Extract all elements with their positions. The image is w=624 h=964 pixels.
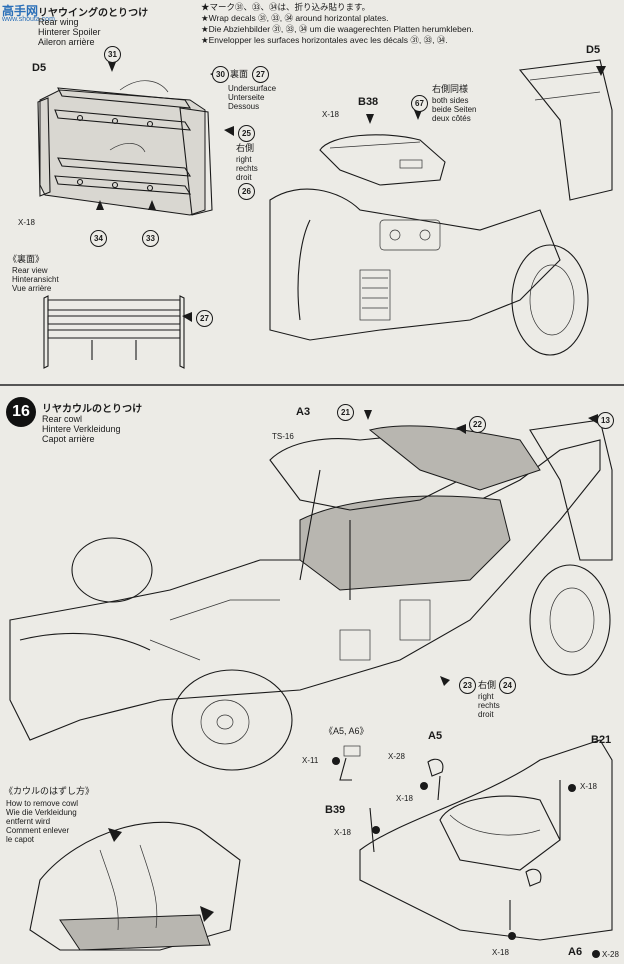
remove-cowl-fr: Comment enlever: [6, 826, 70, 835]
both-sides-jp: 右側同様: [432, 84, 469, 94]
decal-23: 23: [459, 677, 476, 694]
decal-26: 26: [238, 183, 255, 200]
rear-view-fr: Vue arrière: [12, 284, 52, 293]
header-notes: ★マーク㉛、㉝、㉞は、折り込み貼ります。 ★Wrap decals ㉛, ㉝, …: [201, 2, 621, 46]
step16-title-jp: リヤカウルのとりつけ: [42, 404, 143, 415]
part-b21: B21: [591, 734, 612, 746]
right-de-16: rechts: [478, 701, 500, 710]
decal-33: 33: [142, 230, 159, 247]
decal-30: 30: [212, 66, 229, 83]
watermark-logo: 高手网: [2, 4, 39, 18]
part-d5-left: D5: [32, 62, 47, 74]
rear-view-en: Rear view: [12, 266, 48, 275]
section-divider: [0, 384, 624, 386]
screw-x28-bottom: X-28: [602, 950, 619, 959]
both-sides-en: both sides: [432, 96, 469, 105]
remove-cowl-en: How to remove cowl: [6, 799, 79, 808]
decal-67: 67: [411, 95, 428, 112]
decal-21: 21: [337, 404, 354, 421]
rear-view-jp: 《裏面》: [8, 254, 45, 264]
part-b39: B39: [325, 804, 346, 816]
right-en: right: [236, 155, 252, 164]
rear-view-wing-drawing: [43, 295, 192, 369]
step15-title-fr: Aileron arrière: [38, 37, 95, 47]
screw-x18-b: X-18: [580, 782, 597, 791]
screw-x18-d: X-18: [492, 948, 509, 957]
part-d5-right: D5: [586, 44, 601, 56]
decal-27-rear: 27: [196, 310, 213, 327]
underside-de: Unterseite: [228, 93, 265, 102]
rear-view-de: Hinteransicht: [12, 275, 59, 284]
remove-cowl-fr2: le capot: [6, 835, 35, 844]
note-de: ★Die Abziehbilder ㉛, ㉝, ㉞ um die waagere…: [201, 24, 474, 34]
part-a5: A5: [428, 730, 443, 742]
part-a3: A3: [296, 406, 311, 418]
part-ts16: TS-16: [272, 432, 294, 441]
remove-cowl-de: Wie die Verkleidung: [6, 808, 77, 817]
screw-x18-a: X-18: [396, 794, 413, 803]
screw-x18-car: X-18: [322, 110, 339, 119]
car-top-drawing: [269, 59, 613, 356]
decal-13: 13: [597, 412, 614, 429]
decal-34: 34: [90, 230, 107, 247]
note-fr: ★Envelopper les surfaces horizontales av…: [201, 35, 448, 45]
step16-title-de: Hintere Verkleidung: [42, 424, 121, 434]
step-number-16: 16: [6, 397, 36, 427]
right-fr-16: droit: [478, 710, 494, 719]
part-a6: A6: [568, 946, 583, 958]
decal-22: 22: [469, 416, 486, 433]
detail-drawing: [332, 739, 613, 958]
right-jp: 右側: [236, 143, 255, 153]
step16-title-fr: Capot arrière: [42, 434, 95, 444]
detail-group: 《A5, A6》: [324, 726, 369, 736]
car-main-drawing: [9, 410, 613, 771]
watermark-url: www.shouta.com: [2, 16, 55, 23]
screw-x18-wing: X-18: [18, 218, 35, 227]
right-fr: droit: [236, 173, 252, 182]
underside-jp: 裏面: [230, 69, 249, 79]
screw-x11: X-11: [302, 756, 319, 765]
decal-25: 25: [238, 125, 255, 142]
step16-title-en: Rear cowl: [42, 414, 83, 424]
underside-en: Undersurface: [228, 84, 277, 93]
note-jp: ★マーク㉛、㉝、㉞は、折り込み貼ります。: [201, 2, 371, 12]
underside-fr: Dessous: [228, 102, 260, 111]
wing-left-drawing: [37, 62, 234, 216]
part-b38: B38: [358, 96, 379, 108]
step15-title-en: Rear wing: [38, 17, 79, 27]
both-sides-fr: deux côtés: [432, 114, 471, 123]
screw-x18-c: X-18: [334, 828, 351, 837]
remove-cowl-de2: entfernt wird: [6, 817, 51, 826]
right-de: rechts: [236, 164, 258, 173]
right-jp-16: 右側: [478, 680, 497, 690]
note-en: ★Wrap decals ㉛, ㉝, ㉞ around horizontal p…: [201, 13, 389, 23]
right-en-16: right: [478, 692, 494, 701]
decal-24: 24: [499, 677, 516, 694]
step15-title-jp: リヤウイングのとりつけ: [38, 8, 149, 19]
remove-cowl-drawing: [29, 821, 241, 951]
decal-27: 27: [252, 66, 269, 83]
step15-title-de: Hinterer Spoiler: [38, 27, 101, 37]
decal-31: 31: [104, 46, 121, 63]
both-sides-de: beide Seiten: [432, 105, 477, 114]
screw-x28-top: X-28: [388, 752, 405, 761]
remove-cowl-jp: 《カウルのはずし方》: [4, 786, 95, 796]
